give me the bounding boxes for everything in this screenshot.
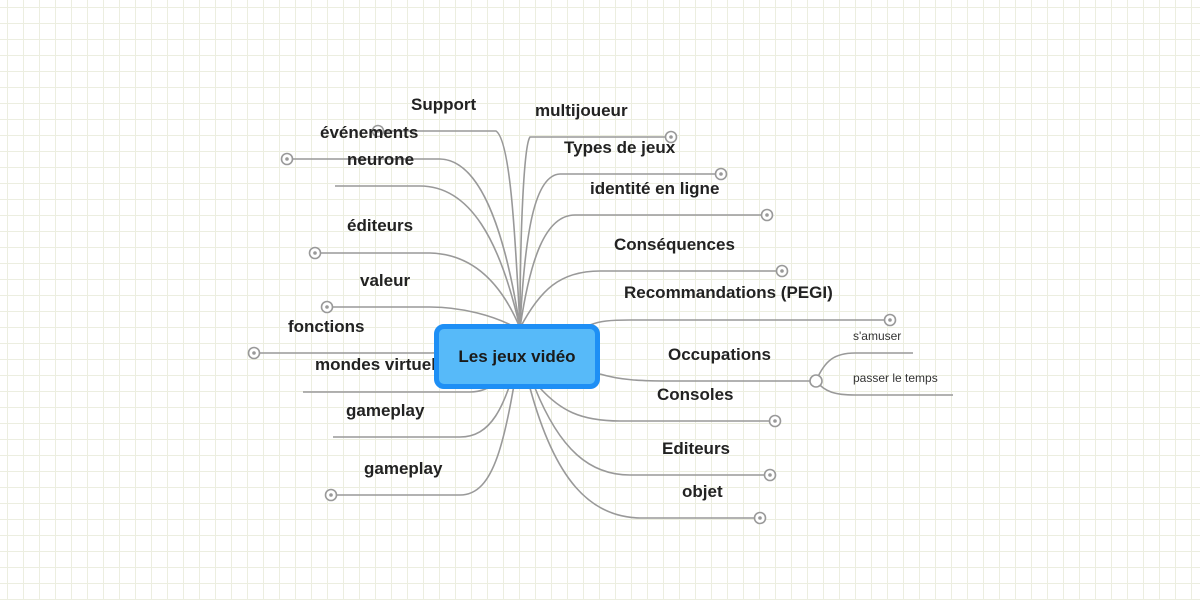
- branch-objet[interactable]: objet: [682, 482, 723, 501]
- toggle-multijoueur[interactable]: [664, 130, 678, 144]
- central-topic-label: Les jeux vidéo: [458, 346, 576, 366]
- connector-support: [378, 130, 521, 329]
- toggle-consequences[interactable]: [775, 264, 789, 278]
- connector-consoles: [539, 387, 775, 422]
- branch-mondes-virtuels[interactable]: mondes virtuels: [315, 355, 446, 374]
- branch-evenements[interactable]: événements: [320, 123, 419, 142]
- connector-types-de-jeux: [519, 173, 721, 329]
- toggle-types-de-jeux[interactable]: [714, 167, 728, 181]
- toggle-recommandations[interactable]: [883, 313, 897, 327]
- connector-editeurs-right: [534, 387, 770, 476]
- central-topic-node[interactable]: Les jeux vidéo: [434, 324, 600, 389]
- branch-fonctions[interactable]: fonctions: [288, 317, 365, 336]
- branch-gameplay-1[interactable]: gameplay: [346, 401, 425, 420]
- toggle-evenements[interactable]: [280, 152, 294, 166]
- branch-occupations[interactable]: Occupations: [668, 345, 771, 364]
- branch-neurone[interactable]: neurone: [347, 150, 415, 169]
- branch-support[interactable]: Support: [411, 95, 477, 114]
- branch-gameplay-2[interactable]: gameplay: [364, 459, 443, 478]
- branch-multijoueur[interactable]: multijoueur: [535, 101, 628, 120]
- toggle-support[interactable]: [371, 124, 385, 138]
- connector-identite-en-ligne: [519, 214, 767, 329]
- toggle-gameplay-2[interactable]: [324, 488, 338, 502]
- toggle-occupations[interactable]: [809, 374, 823, 388]
- toggle-identite-en-ligne[interactable]: [760, 208, 774, 222]
- branch-valeur[interactable]: valeur: [360, 271, 411, 290]
- connector-multijoueur: [519, 136, 671, 329]
- branch-consoles[interactable]: Consoles: [657, 385, 734, 404]
- connector-recommandations: [589, 319, 890, 326]
- sub-branch-samuser[interactable]: s'amuser: [853, 329, 902, 343]
- branch-editeurs-left[interactable]: éditeurs: [347, 216, 414, 235]
- toggle-objet[interactable]: [753, 511, 767, 525]
- connector-editeurs-left: [315, 252, 521, 329]
- toggle-editeurs-left[interactable]: [308, 246, 322, 260]
- branch-recommandations[interactable]: Recommandations (PEGI): [624, 283, 833, 302]
- connector-objet: [529, 387, 760, 519]
- connector-consequences: [519, 270, 782, 329]
- branch-editeurs-right[interactable]: Editeurs: [662, 439, 731, 458]
- sub-branch-passer-le-temps[interactable]: passer le temps: [853, 371, 938, 385]
- branch-consequences[interactable]: Conséquences: [614, 235, 735, 254]
- toggle-consoles[interactable]: [768, 414, 782, 428]
- connector-neurone: [335, 185, 521, 329]
- branch-types-de-jeux[interactable]: Types de jeux: [564, 138, 676, 157]
- connector-evenements: [287, 158, 521, 329]
- toggle-fonctions[interactable]: [247, 346, 261, 360]
- branch-identite-en-ligne[interactable]: identité en ligne: [590, 179, 720, 198]
- toggle-editeurs-right[interactable]: [763, 468, 777, 482]
- connector-occupations: [599, 373, 816, 382]
- toggle-valeur[interactable]: [320, 300, 334, 314]
